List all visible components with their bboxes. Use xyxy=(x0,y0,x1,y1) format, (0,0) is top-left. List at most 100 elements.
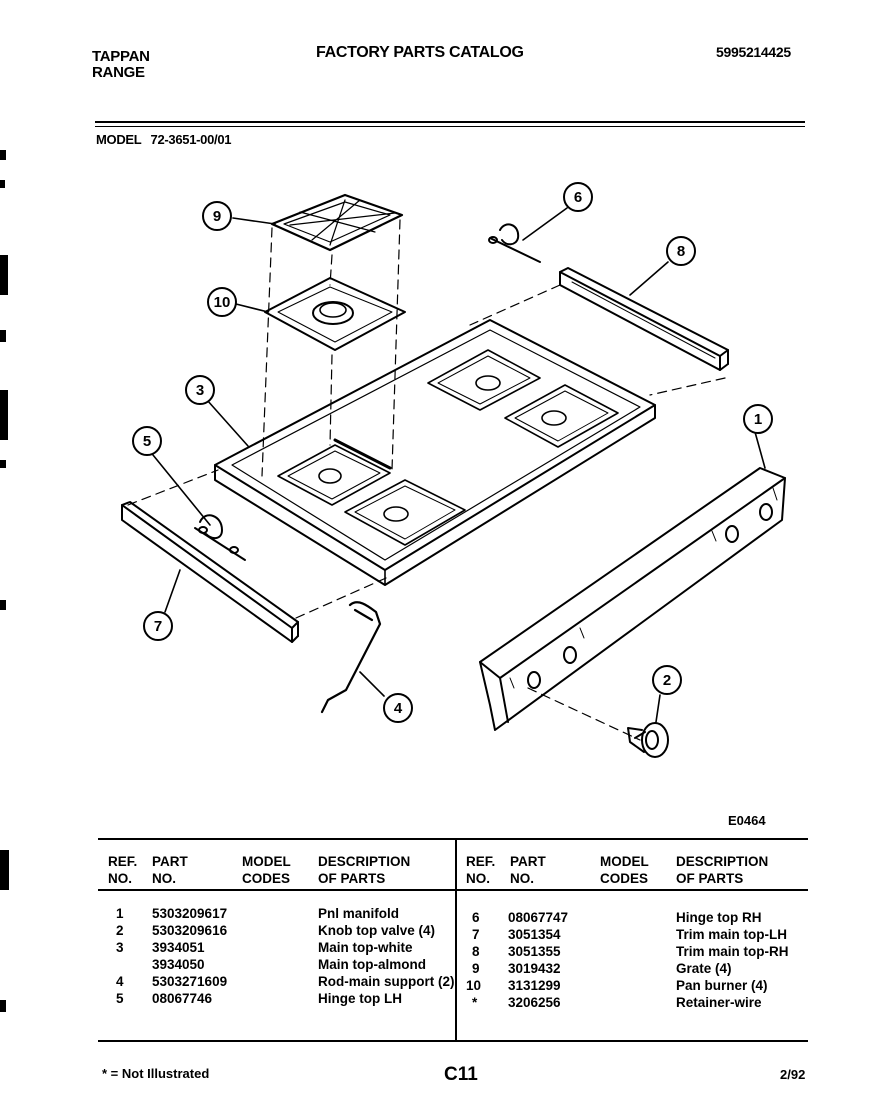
burner-pan xyxy=(264,277,406,351)
scan-edge-marks xyxy=(0,600,6,610)
desc-cell: Main top-almond xyxy=(318,957,426,972)
brand-name: TAPPAN RANGE xyxy=(92,49,150,81)
ref-cell: 6 xyxy=(472,910,480,925)
callout-10: 10 xyxy=(207,287,237,317)
ref-cell xyxy=(116,956,124,973)
desc-cell: Trim main top-RH xyxy=(676,944,789,959)
trim-main-top-lh xyxy=(121,501,299,643)
callout-4: 4 xyxy=(383,693,413,723)
table-bottom-rule xyxy=(98,1040,808,1042)
part-cell: 3934051 xyxy=(152,940,205,955)
ref-cell: 3 xyxy=(116,940,124,955)
ref-column-left: 1 2 3 4 5 xyxy=(116,905,124,1007)
knob-top-valve xyxy=(627,722,669,758)
panel-manifold xyxy=(479,467,786,731)
desc-cell: Hinge top RH xyxy=(676,910,762,925)
table-header-rule xyxy=(98,889,808,891)
desc-cell: Pan burner (4) xyxy=(676,978,768,993)
desc-cell: Trim main top-LH xyxy=(676,927,787,942)
svg-text:1: 1 xyxy=(754,411,762,428)
desc-cell: Rod-main support (2) xyxy=(318,974,455,989)
catalog-number: 5995214425 xyxy=(716,44,791,60)
scan-edge-marks xyxy=(0,850,9,890)
callout-6: 6 xyxy=(563,182,593,212)
scan-edge-marks xyxy=(0,180,5,188)
callout-9: 9 xyxy=(202,201,232,231)
callout-7: 7 xyxy=(143,611,173,641)
svg-text:3: 3 xyxy=(196,382,204,399)
hinge-top-rh xyxy=(488,223,541,263)
not-illustrated-note: * = Not Illustrated xyxy=(102,1066,210,1081)
part-column-left: 5303209617 5303209616 3934051 3934050 53… xyxy=(152,905,227,1007)
part-cell: 08067746 xyxy=(152,991,213,1006)
svg-text:10: 10 xyxy=(214,294,231,311)
desc-cell: Pnl manifold xyxy=(318,906,399,921)
part-column-right: 08067747 3051354 3051355 3019432 3131299… xyxy=(508,909,568,1011)
part-cell: 3934050 xyxy=(152,957,205,972)
page-code: C11 xyxy=(444,1064,478,1085)
model-number: 72-3651-00/01 xyxy=(150,132,232,147)
ref-cell: 9 xyxy=(472,961,480,976)
brand-line-1: TAPPAN xyxy=(92,48,150,65)
scan-edge-marks xyxy=(0,460,6,468)
header-ref-left: REF.NO. xyxy=(108,854,138,886)
callout-5: 5 xyxy=(132,426,162,456)
desc-cell: Hinge top LH xyxy=(318,991,402,1006)
part-cell: 5303271609 xyxy=(152,974,228,989)
table-top-rule xyxy=(98,838,808,840)
part-cell: 5303209617 xyxy=(152,906,228,921)
ref-cell: 7 xyxy=(472,927,480,942)
header-rule xyxy=(95,121,805,123)
exploded-parts-diagram: 9 10 3 5 7 6 8 1 2 4 xyxy=(121,182,786,758)
scan-edge-marks xyxy=(0,390,8,440)
table-column-divider xyxy=(455,840,457,1040)
desc-column-left: Pnl manifold Knob top valve (4) Main top… xyxy=(318,905,455,1007)
ref-cell: 4 xyxy=(116,974,124,989)
brand-line-2: RANGE xyxy=(92,64,145,81)
ref-cell: 2 xyxy=(116,923,124,938)
model-line: MODEL 72-3651-00/01 xyxy=(96,132,232,147)
part-cell: 3019432 xyxy=(508,961,561,976)
revision-date: 2/92 xyxy=(780,1067,806,1082)
ref-cell: 5 xyxy=(116,991,124,1006)
part-cell: 08067747 xyxy=(508,910,569,925)
trim-main-top-rh xyxy=(559,267,729,371)
svg-text:4: 4 xyxy=(394,700,403,717)
part-cell: 3051354 xyxy=(508,927,561,942)
desc-column-right: Hinge top RH Trim main top-LH Trim main … xyxy=(676,909,789,1011)
desc-cell: Retainer-wire xyxy=(676,995,762,1010)
catalog-title: FACTORY PARTS CATALOG xyxy=(316,44,524,61)
ref-cell: 8 xyxy=(472,944,480,959)
main-top-panel xyxy=(214,319,656,586)
svg-text:2: 2 xyxy=(663,672,671,689)
svg-text:6: 6 xyxy=(574,189,582,206)
scan-edge-marks xyxy=(0,1000,6,1012)
ref-cell: 10 xyxy=(466,978,482,993)
part-cell: 3051355 xyxy=(508,944,561,959)
svg-text:7: 7 xyxy=(154,618,162,635)
desc-cell: Grate (4) xyxy=(676,961,732,976)
hinge-top-lh xyxy=(194,514,246,561)
header-ref-right: REF.NO. xyxy=(466,854,496,886)
svg-text:9: 9 xyxy=(213,208,221,225)
ref-cell: 1 xyxy=(116,906,124,921)
scan-edge-marks xyxy=(0,150,6,160)
ref-cell: * xyxy=(472,995,478,1010)
svg-text:5: 5 xyxy=(143,433,151,450)
model-label: MODEL xyxy=(96,132,142,147)
grate xyxy=(270,193,404,252)
header-rule-thin xyxy=(95,126,805,127)
ref-column-right: 6 7 8 9 10 * xyxy=(466,909,481,1011)
callout-1: 1 xyxy=(743,404,773,434)
callout-8: 8 xyxy=(666,236,696,266)
desc-cell: Knob top valve (4) xyxy=(318,923,436,938)
callout-2: 2 xyxy=(652,665,682,695)
callout-3: 3 xyxy=(185,375,215,405)
part-cell: 3131299 xyxy=(508,978,561,993)
rod-main-support xyxy=(320,601,382,714)
part-cell: 3206256 xyxy=(508,995,561,1010)
